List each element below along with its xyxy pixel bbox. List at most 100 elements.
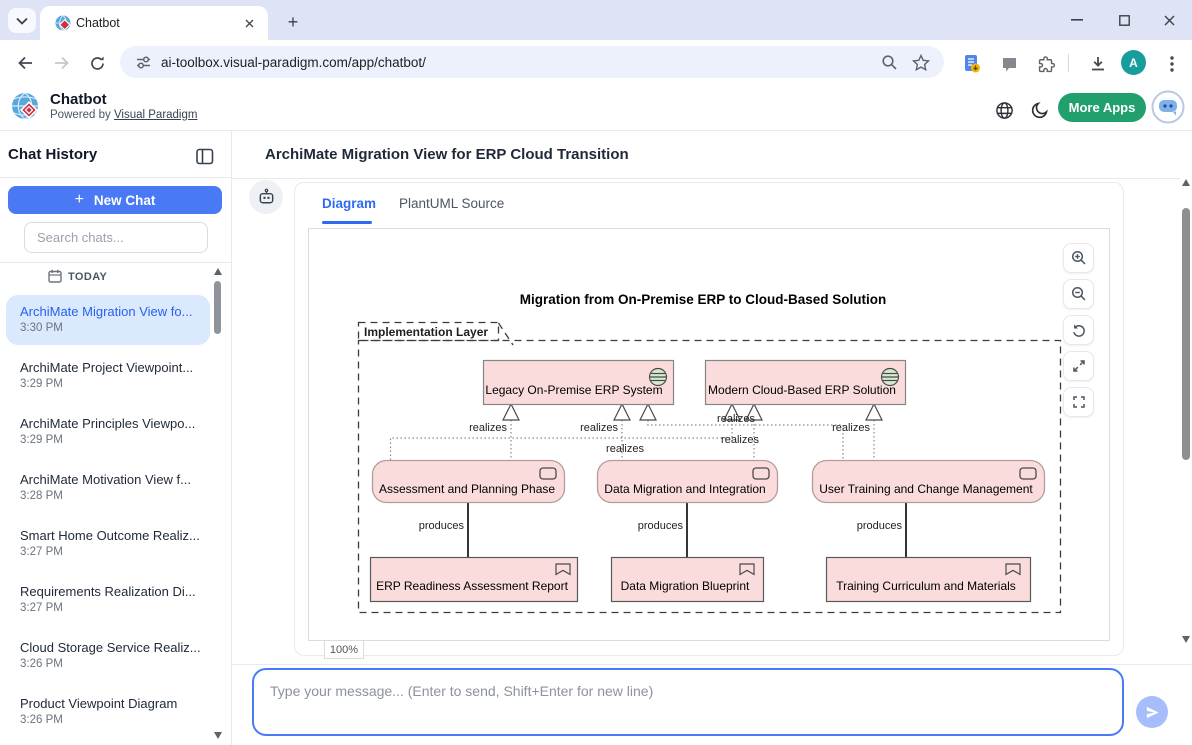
window-close-button[interactable] xyxy=(1154,10,1184,30)
message-input[interactable] xyxy=(252,668,1124,736)
node-migration-blueprint: Data Migration Blueprint xyxy=(610,556,765,603)
profile-avatar[interactable]: A xyxy=(1121,50,1146,75)
sidebar-scrollbar-thumb[interactable] xyxy=(214,281,221,334)
produces-labels: produces produces produces xyxy=(419,520,903,532)
svg-text:produces: produces xyxy=(419,520,465,532)
svg-text:realizes: realizes xyxy=(721,434,759,446)
chat-item[interactable]: ArchiMate Motivation View f...3:28 PM xyxy=(20,472,191,502)
chat-bubble-icon[interactable] xyxy=(997,52,1021,76)
send-button[interactable] xyxy=(1136,696,1168,728)
work-package-icon xyxy=(752,467,770,480)
diagram-title: Migration from On-Premise ERP to Cloud-B… xyxy=(520,292,887,307)
bookmark-star-icon[interactable] xyxy=(912,53,930,71)
window-maximize-button[interactable] xyxy=(1109,10,1139,30)
extensions-puzzle-icon[interactable] xyxy=(1034,52,1058,76)
edge-labels: realizes realizes realizes realizes real… xyxy=(469,413,870,455)
app-title: Chatbot xyxy=(50,91,107,108)
node-data-migration: Data Migration and Integration xyxy=(596,459,779,504)
archimate-diagram[interactable]: Migration from On-Premise ERP to Cloud-B… xyxy=(308,228,1110,641)
zoom-in-button[interactable] xyxy=(1063,243,1094,273)
chat-item[interactable]: Requirements Realization Di...3:27 PM xyxy=(20,584,196,614)
visual-paradigm-logo xyxy=(12,92,38,120)
chat-history-title: Chat History xyxy=(8,146,98,163)
zoom-icon[interactable] xyxy=(881,54,898,71)
scroll-down-arrow[interactable] xyxy=(1182,636,1190,643)
svg-text:Training Curriculum and Materi: Training Curriculum and Materials xyxy=(836,579,1016,593)
main-scrollbar-thumb[interactable] xyxy=(1182,208,1190,460)
chatbot-logo[interactable] xyxy=(1151,90,1185,124)
powered-by: Powered by Visual Paradigm xyxy=(50,109,198,121)
search-chats-input[interactable] xyxy=(24,222,208,253)
realization-edges xyxy=(389,420,875,460)
extension-docs-icon[interactable] xyxy=(960,52,984,76)
url-bar[interactable]: ai-toolbox.visual-paradigm.com/app/chatb… xyxy=(120,46,944,78)
chat-item[interactable]: ArchiMate Project Viewpoint...3:29 PM xyxy=(20,360,194,390)
zoom-level-badge: 100% xyxy=(324,640,364,659)
svg-text:Modern Cloud-Based ERP Solutio: Modern Cloud-Based ERP Solution xyxy=(708,383,896,397)
divider xyxy=(0,262,231,263)
new-chat-button[interactable]: + New Chat xyxy=(8,186,222,214)
page-title: ArchiMate Migration View for ERP Cloud T… xyxy=(265,146,629,163)
node-modern-erp: Modern Cloud-Based ERP Solution xyxy=(704,359,907,406)
visual-paradigm-link[interactable]: Visual Paradigm xyxy=(113,109,198,121)
back-button[interactable] xyxy=(12,50,38,76)
svg-text:realizes: realizes xyxy=(717,413,755,425)
reset-view-button[interactable] xyxy=(1063,315,1094,345)
collapse-sidebar-icon[interactable] xyxy=(196,148,214,165)
toolbar-divider xyxy=(1068,54,1069,72)
plateau-icon xyxy=(880,367,900,387)
deliverable-icon xyxy=(555,563,571,576)
deliverable-icon xyxy=(1005,563,1021,576)
new-tab-button[interactable]: + xyxy=(287,11,299,32)
url-text[interactable]: ai-toolbox.visual-paradigm.com/app/chatb… xyxy=(161,54,426,70)
svg-text:Data Migration and Integration: Data Migration and Integration xyxy=(604,482,765,496)
active-tab-underline xyxy=(322,221,372,224)
reload-button[interactable] xyxy=(84,50,110,76)
browser-menu-icon[interactable] xyxy=(1160,52,1184,76)
produces-edges xyxy=(467,502,907,557)
forward-button[interactable] xyxy=(48,50,74,76)
downloads-icon[interactable] xyxy=(1086,52,1110,76)
tab-search-button[interactable] xyxy=(8,8,36,33)
more-apps-button[interactable]: More Apps xyxy=(1058,93,1146,122)
tab-plantuml-source[interactable]: PlantUML Source xyxy=(399,196,505,211)
svg-text:Legacy On-Premise ERP System: Legacy On-Premise ERP System xyxy=(485,383,662,397)
language-globe-icon[interactable] xyxy=(992,98,1016,122)
expand-button[interactable] xyxy=(1063,351,1094,381)
svg-text:Data Migration Blueprint: Data Migration Blueprint xyxy=(621,579,750,593)
zoom-out-button[interactable] xyxy=(1063,279,1094,309)
browser-tab[interactable]: Chatbot xyxy=(40,6,268,40)
section-label-today: TODAY xyxy=(68,271,108,283)
scroll-up-arrow[interactable] xyxy=(1182,179,1190,186)
svg-text:produces: produces xyxy=(857,520,903,532)
scroll-up-arrow[interactable] xyxy=(214,268,222,275)
fullscreen-button[interactable] xyxy=(1063,387,1094,417)
chat-item[interactable]: Cloud Storage Service Realiz...3:26 PM xyxy=(20,640,201,670)
node-training-materials: Training Curriculum and Materials xyxy=(825,556,1032,603)
chevron-down-icon xyxy=(16,17,28,25)
app-header xyxy=(0,84,1192,131)
node-readiness-report: ERP Readiness Assessment Report xyxy=(369,556,579,603)
svg-text:realizes: realizes xyxy=(469,422,507,434)
chat-item[interactable]: ArchiMate Principles Viewpo...3:29 PM xyxy=(20,416,196,446)
svg-text:User Training and Change Manag: User Training and Change Management xyxy=(819,482,1033,496)
node-legacy-erp: Legacy On-Premise ERP System xyxy=(482,359,675,406)
node-user-training: User Training and Change Management xyxy=(811,459,1046,504)
robot-icon xyxy=(259,188,273,203)
bot-avatar xyxy=(249,180,283,214)
window-minimize-button[interactable] xyxy=(1062,10,1092,30)
chat-item[interactable]: ArchiMate Migration View fo...3:30 PM xyxy=(6,295,210,345)
scroll-down-arrow[interactable] xyxy=(214,732,222,739)
site-settings-icon[interactable] xyxy=(136,55,151,70)
svg-text:realizes: realizes xyxy=(832,422,870,434)
dark-mode-moon-icon[interactable] xyxy=(1028,98,1052,122)
node-assessment-phase: Assessment and Planning Phase xyxy=(371,459,566,504)
svg-text:ERP Readiness Assessment Repor: ERP Readiness Assessment Report xyxy=(376,579,569,593)
chat-item[interactable]: Smart Home Outcome Realiz...3:27 PM xyxy=(20,528,200,558)
tab-diagram[interactable]: Diagram xyxy=(322,196,377,211)
tab-close-icon[interactable] xyxy=(240,14,258,32)
svg-text:realizes: realizes xyxy=(580,422,618,434)
group-label: Implementation Layer xyxy=(364,325,488,339)
